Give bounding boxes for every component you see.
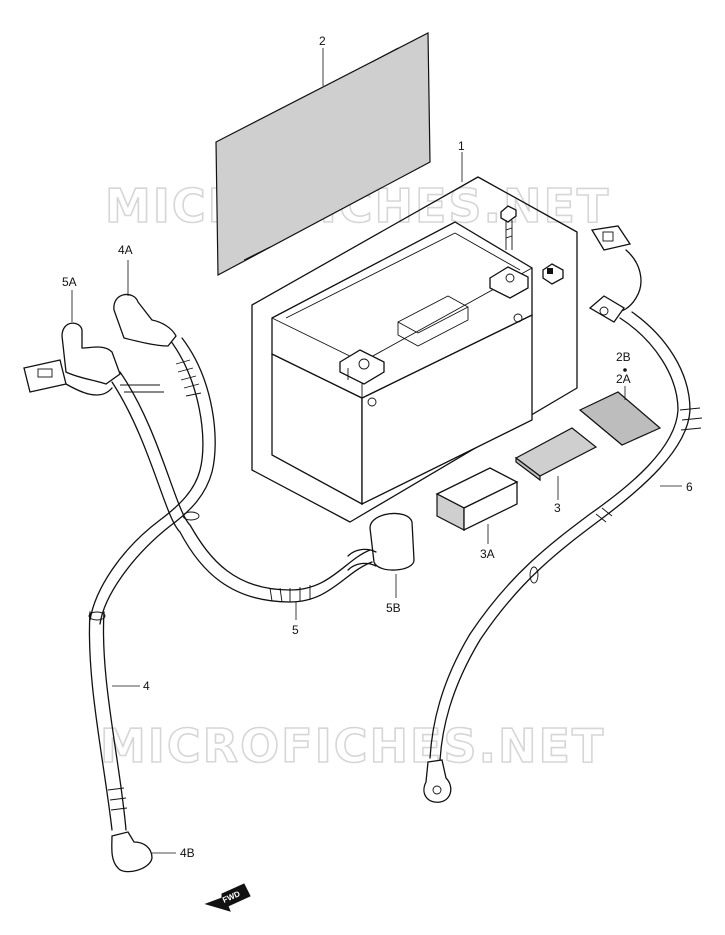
callout-2: 2 — [319, 34, 326, 48]
dot-marker — [623, 368, 627, 372]
callout-2b: 2B — [616, 350, 631, 364]
callout-4: 4 — [143, 679, 150, 693]
pad-part-2a — [578, 391, 662, 446]
callout-3a: 3A — [480, 547, 495, 561]
cable-part-6 — [429, 249, 703, 761]
callout-3: 3 — [554, 501, 561, 515]
connector-5a — [23, 359, 113, 396]
pad-part-3a — [435, 467, 519, 532]
battery-terminal-negative — [339, 349, 385, 385]
terminal-bolt — [500, 205, 517, 250]
boot-part-5a — [61, 322, 121, 385]
callout-6: 6 — [686, 480, 693, 494]
battery-terminal-positive — [489, 266, 529, 299]
boot-part-4b — [111, 831, 153, 873]
callout-5b: 5B — [386, 601, 401, 615]
cable-part-5 — [111, 371, 373, 603]
ring-terminal-part-6-lower — [423, 759, 452, 803]
watermark-bottom: MICROFICHES.NET — [100, 719, 605, 773]
pad-part-3 — [514, 427, 598, 482]
ring-terminal-part-6-upper — [588, 295, 625, 323]
forward-arrow-icon: FWD — [204, 883, 251, 912]
callout-4b: 4B — [180, 846, 195, 860]
callout-5: 5 — [292, 623, 299, 637]
callout-4a: 4A — [118, 243, 133, 257]
connector-part-6-top — [590, 225, 632, 251]
boot-part-5b — [347, 512, 415, 571]
battery-part-1 — [251, 176, 578, 523]
cable-part-4 — [88, 337, 216, 831]
insulator-sheet-part-2 — [215, 32, 431, 276]
callout-1: 1 — [458, 139, 465, 153]
callout-5a: 5A — [62, 275, 77, 289]
boot-part-4a — [113, 293, 177, 347]
callout-2a: 2A — [616, 372, 631, 386]
